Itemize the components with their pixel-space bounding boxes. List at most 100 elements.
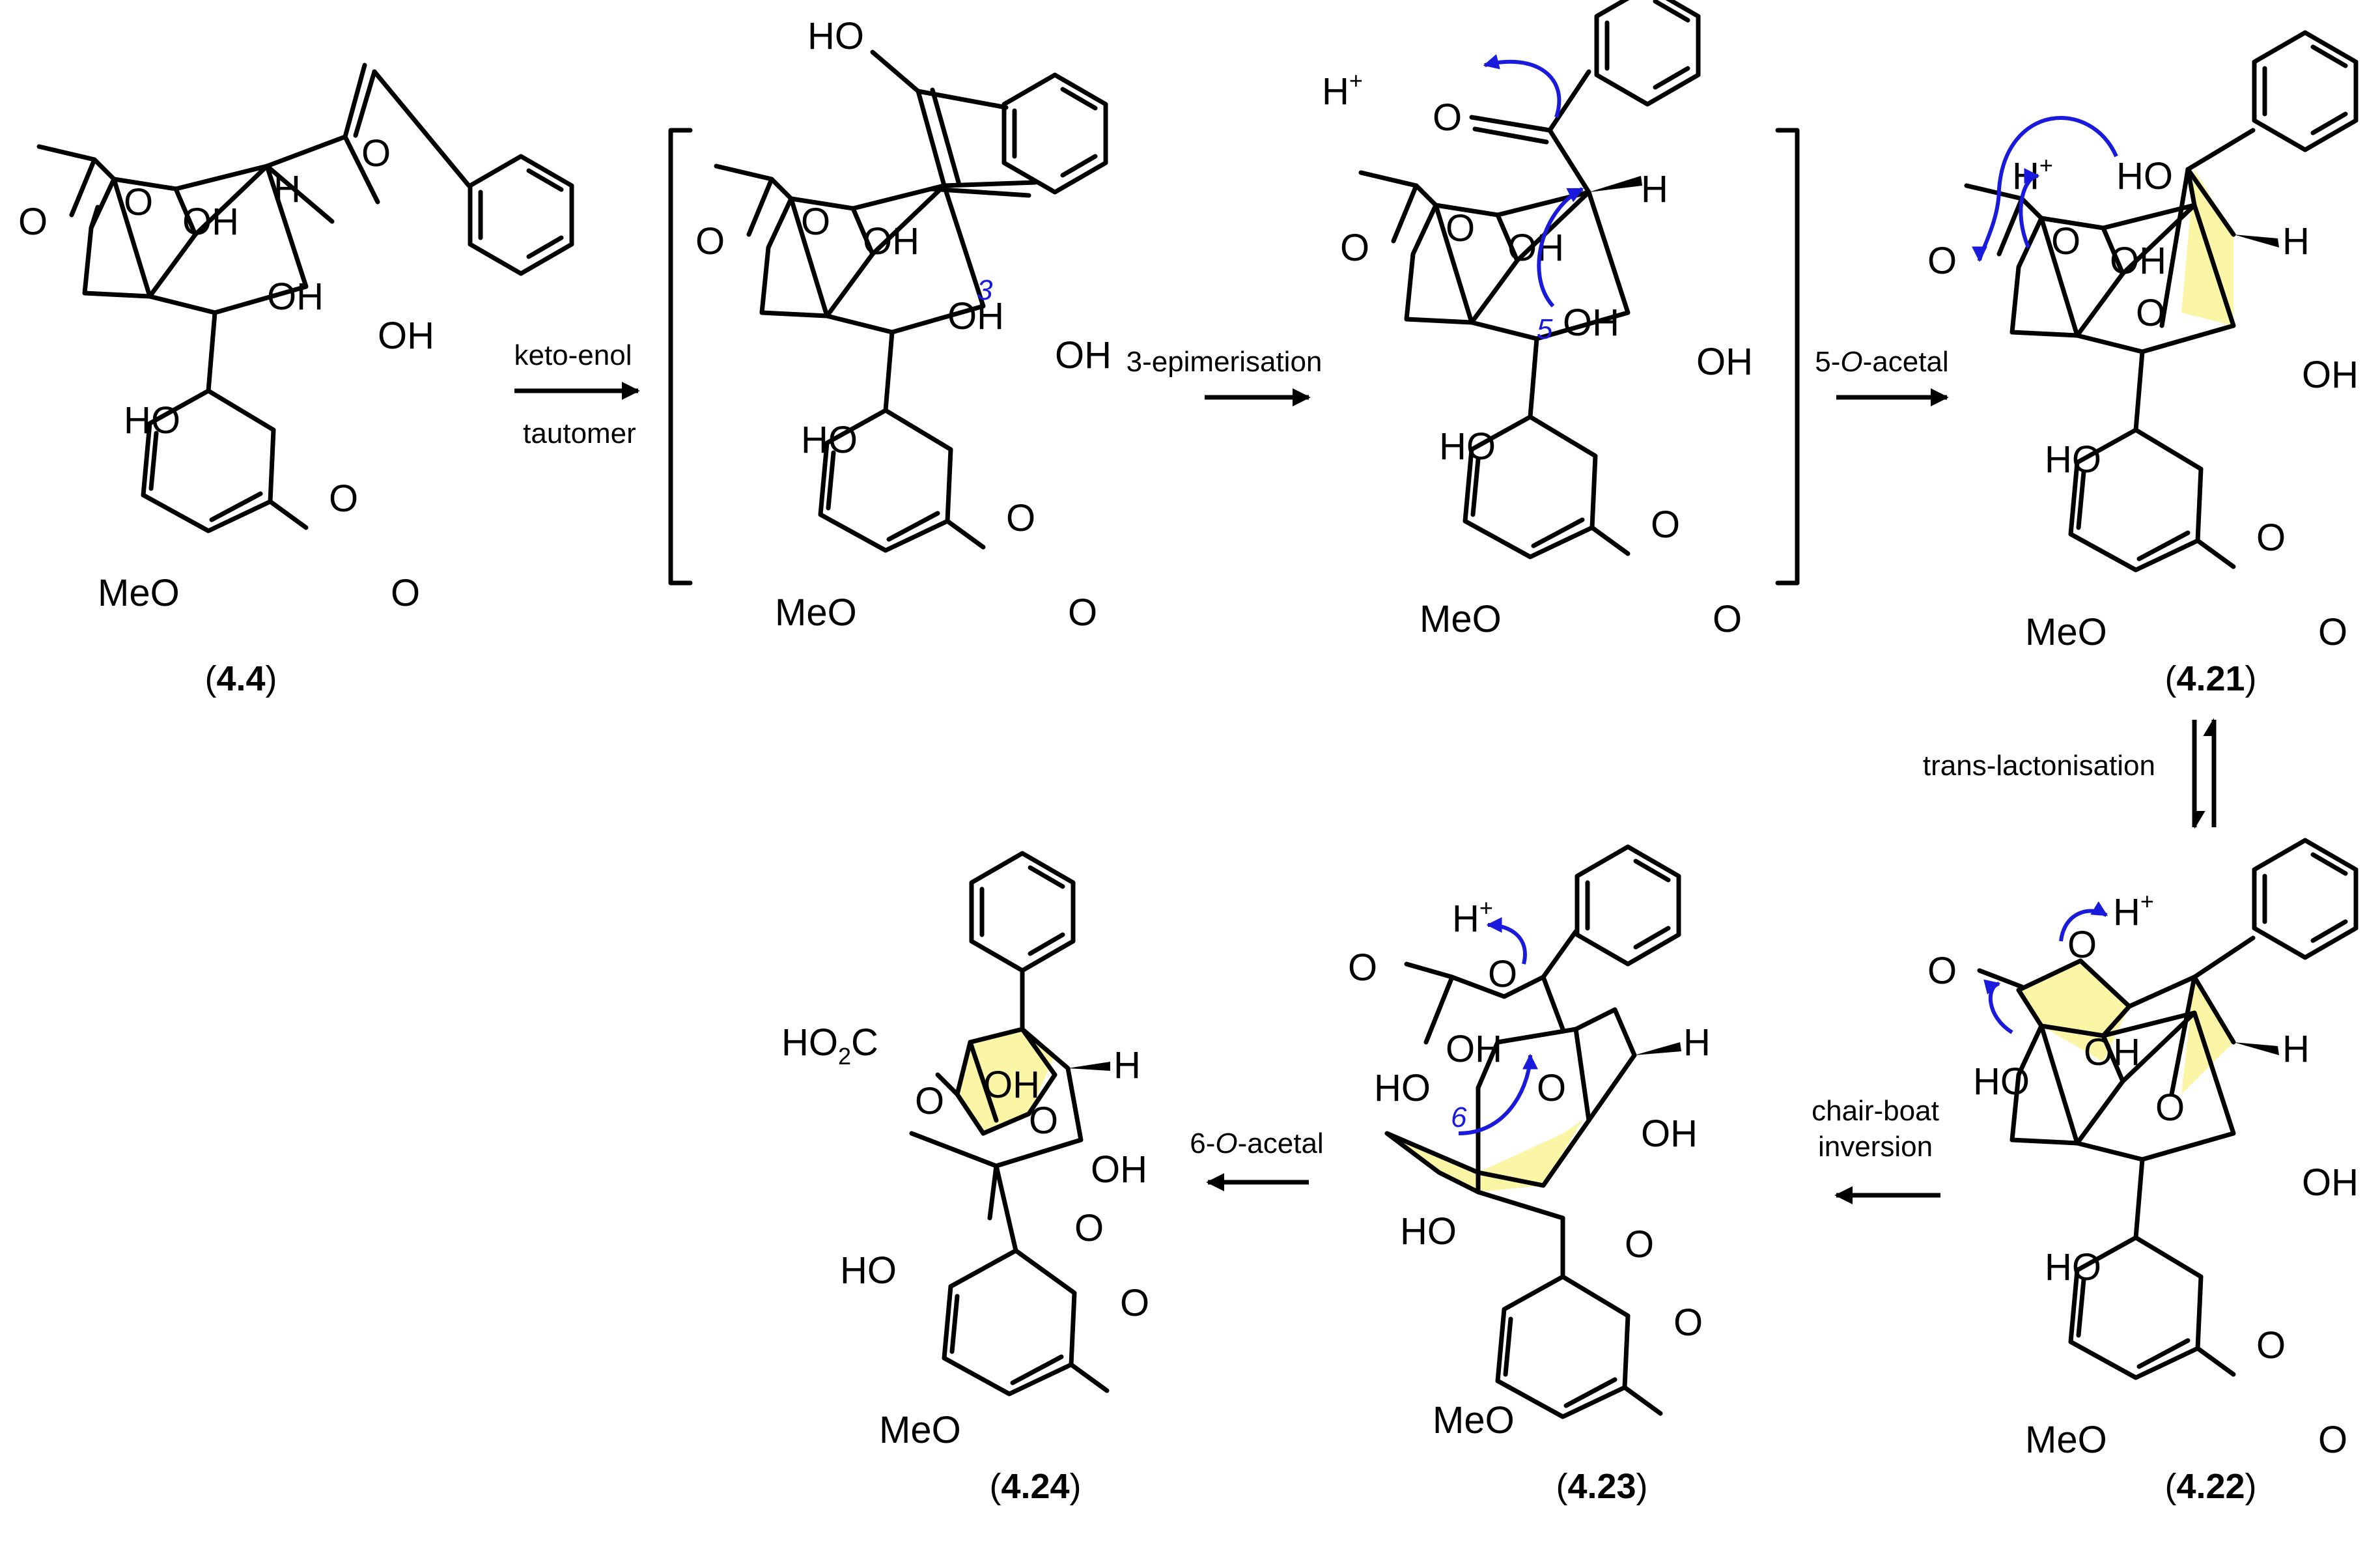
step-6-o-acetal: 6-O-acetal — [1190, 1128, 1324, 1191]
phenyl-4-24 — [972, 853, 1073, 971]
atom-o: O — [391, 572, 420, 614]
compound-4-22: H O O H+ OH HO O OH HO O O MeO (4.22) — [1927, 840, 2359, 1506]
atom-oh: OH — [1641, 1113, 1698, 1155]
compound-enol-intermediate: O O OH HO 3 OH OH HO O O MeO — [695, 15, 1112, 634]
atom-o: O — [1006, 497, 1035, 539]
atom-ho2c: HO2C — [781, 1021, 878, 1070]
electron-arrow — [1486, 917, 1527, 965]
atom-o: O — [1068, 591, 1097, 634]
atom-ho: HO — [1400, 1210, 1457, 1253]
compound-label-4-23: (4.23) — [1556, 1467, 1647, 1506]
atom-oh: OH — [1091, 1148, 1147, 1191]
atom-o: O — [1433, 96, 1462, 139]
atom-o: O — [915, 1080, 944, 1122]
atom-ho: HO — [2045, 1246, 2101, 1288]
atom-oh: OH — [1696, 341, 1753, 383]
condition-text: trans-lactonisation — [1923, 750, 2155, 782]
compound-keto-intermediate: H O H+ O O OH 5 OH OH HO O O MeO — [1322, 0, 1753, 640]
atom-o: O — [18, 201, 48, 243]
atom-oh: OH — [267, 276, 324, 318]
atom-ho: HO — [807, 15, 864, 57]
step-keto-enol: keto-enol tautomer — [514, 339, 640, 449]
atom-o: O — [2318, 1419, 2347, 1461]
condition-text: keto-enol — [514, 339, 632, 371]
atom-h-plus: H+ — [2012, 152, 2053, 197]
bracket-right — [1775, 128, 1800, 586]
atom-meo: MeO — [1420, 598, 1502, 640]
phenyl-4-21 — [2254, 33, 2356, 150]
atom-o: O — [1625, 1223, 1654, 1266]
compound-4-4: O O OH H O OH OH HO O O MeO (4.4) — [18, 63, 572, 698]
compound-4-21: H HO O H+ O O OH OH HO O O MeO (4.21) — [1927, 33, 2359, 698]
condition-text: 3-epimerisation — [1127, 346, 1323, 378]
atom-meo: MeO — [775, 591, 857, 634]
atom-ho: HO — [1374, 1067, 1431, 1109]
atom-h: H — [1683, 1021, 1711, 1064]
step-trans-lactonisation: trans-lactonisation — [1923, 718, 2217, 829]
electron-arrow — [1972, 115, 2118, 263]
step-chair-boat-inversion: chair-boat inversion — [1812, 1095, 1940, 1204]
compound-label-4-4: (4.4) — [204, 659, 277, 698]
atom-o: O — [2318, 611, 2347, 653]
atom-h: H — [2282, 220, 2310, 263]
bracket-left — [668, 128, 693, 586]
compound-label-4-22: (4.22) — [2164, 1467, 2256, 1506]
atom-o: O — [1673, 1301, 1703, 1344]
atom-oh: OH — [2084, 1031, 2140, 1073]
atom-oh: OH — [2110, 240, 2166, 282]
atom-oh: OH — [1055, 334, 1112, 376]
condition-text: 6-O-acetal — [1190, 1128, 1323, 1159]
atom-o: O — [2155, 1086, 2185, 1129]
atom-oh: OH — [2302, 354, 2359, 396]
phenyl-4-23 — [1577, 847, 1679, 964]
atom-o: O — [1488, 953, 1517, 995]
atom-o: O — [1029, 1100, 1058, 1142]
atom-oh: OH — [863, 220, 919, 263]
step-3-epimerisation: 3-epimerisation — [1127, 346, 1323, 406]
atom-ho: HO — [124, 399, 180, 442]
atom-o: O — [1446, 207, 1475, 249]
electron-arrow — [1483, 54, 1561, 118]
atom-o: O — [329, 477, 358, 520]
phenyl-enol — [1004, 75, 1106, 192]
atom-o: O — [1713, 598, 1742, 640]
atom-ho: HO — [2116, 155, 2173, 197]
atom-o: O — [2256, 517, 2286, 559]
atom-o: O — [2136, 292, 2165, 334]
atom-h-plus: H+ — [2113, 888, 2154, 933]
atom-meo: MeO — [879, 1409, 961, 1451]
atom-o: O — [695, 220, 725, 263]
atom-oh: OH — [1507, 227, 1564, 269]
atom-o: O — [801, 201, 830, 243]
atom-meo: MeO — [2025, 1419, 2107, 1461]
atom-o: O — [1120, 1282, 1149, 1324]
atom-oh: OH — [1446, 1028, 1502, 1070]
atom-o: O — [1927, 240, 1957, 282]
atom-ho: HO — [840, 1249, 897, 1292]
atom-oh: OH — [2302, 1161, 2359, 1204]
electron-arrow — [1983, 979, 2013, 1034]
atom-o: O — [2051, 220, 2080, 263]
atom-ho: HO — [2045, 438, 2101, 481]
atom-h: H — [1113, 1044, 1141, 1086]
position-number: 3 — [977, 274, 993, 306]
atom-oh: OH — [182, 201, 239, 243]
electron-arrow — [2019, 168, 2040, 249]
electron-arrow — [1458, 1053, 1538, 1135]
highlight-ring — [2181, 977, 2233, 1094]
highlight-ring — [1387, 1120, 1582, 1192]
atom-o: O — [2067, 924, 2097, 966]
atom-o: O — [1651, 504, 1680, 546]
position-number: 6 — [1451, 1101, 1467, 1133]
electron-arrow — [1537, 187, 1584, 308]
atom-h-plus: H+ — [1452, 894, 1493, 940]
atom-meo: MeO — [1433, 1399, 1515, 1441]
electron-arrow — [2059, 901, 2108, 942]
atom-oh: OH — [947, 295, 1004, 337]
atom-h-plus: H+ — [1322, 67, 1363, 113]
atom-ho: HO — [801, 419, 858, 461]
atom-o: O — [1927, 950, 1957, 992]
atom-o: O — [1340, 227, 1369, 269]
atom-o: O — [1537, 1067, 1566, 1109]
